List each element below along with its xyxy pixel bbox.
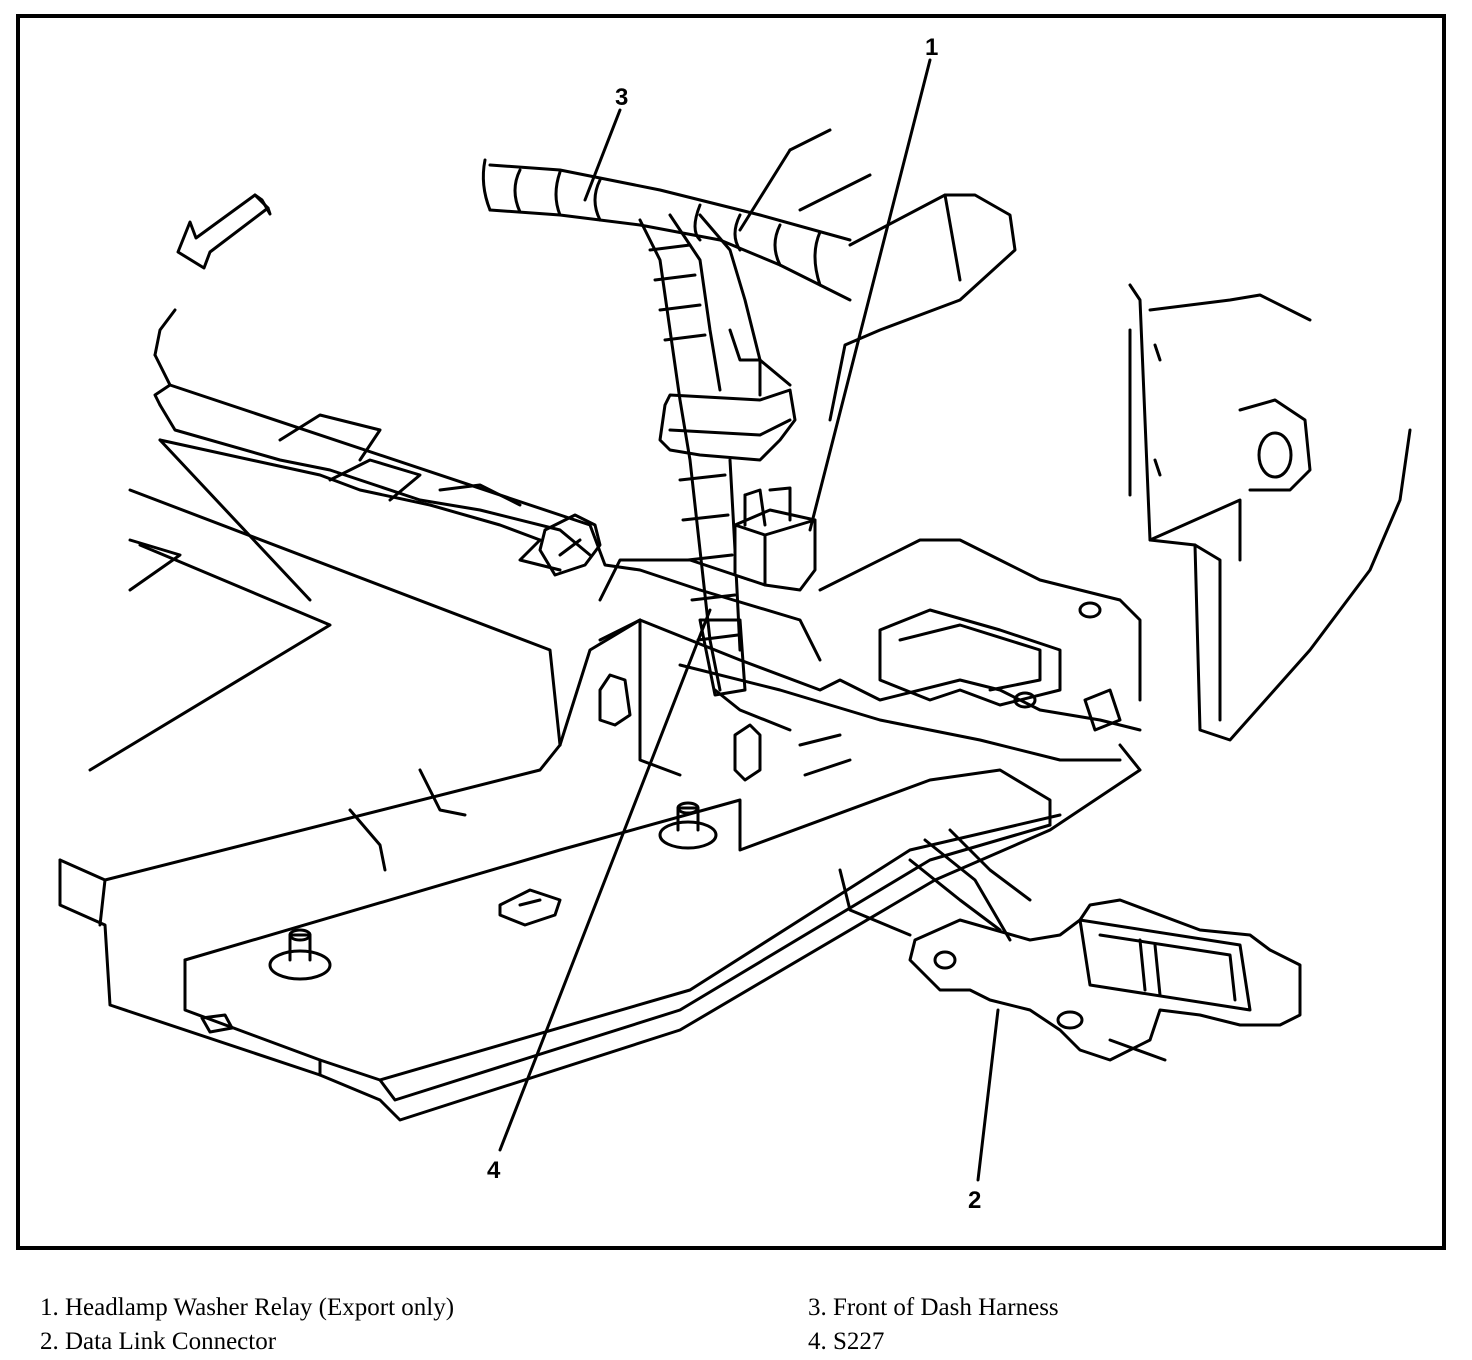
leader-line-1 — [808, 58, 932, 532]
legend-item-3: 3. Front of Dash Harness — [808, 1294, 1059, 1321]
body-bracket — [1128, 283, 1412, 742]
forward-arrow-icon — [176, 193, 270, 270]
legend: 1. Headlamp Washer Relay (Export only) 2… — [0, 1280, 1472, 1360]
leader-line-4 — [498, 608, 712, 1152]
front-of-dash-harness — [488, 163, 852, 242]
callout-2: 2 — [968, 1187, 981, 1214]
legend-item-1: 1. Headlamp Washer Relay (Export only) — [40, 1294, 455, 1321]
leader-line-2 — [976, 1008, 1000, 1182]
callout-3: 3 — [615, 84, 628, 111]
diagram-frame — [16, 14, 1446, 1250]
data-link-connector — [908, 898, 1302, 1062]
callout-4: 4 — [487, 1157, 501, 1184]
harness-illustration: 1 2 3 4 — [58, 34, 1412, 1214]
legend-item-4: 4. S227 — [808, 1328, 885, 1355]
s227-splice — [698, 618, 747, 697]
floor-pan — [58, 743, 1142, 1122]
harness-tie-strap — [658, 388, 797, 462]
headlamp-washer-relay — [733, 508, 817, 592]
callout-1: 1 — [925, 34, 938, 61]
leader-line-3 — [583, 108, 622, 202]
legend-item-2: 2. Data Link Connector — [40, 1328, 277, 1355]
